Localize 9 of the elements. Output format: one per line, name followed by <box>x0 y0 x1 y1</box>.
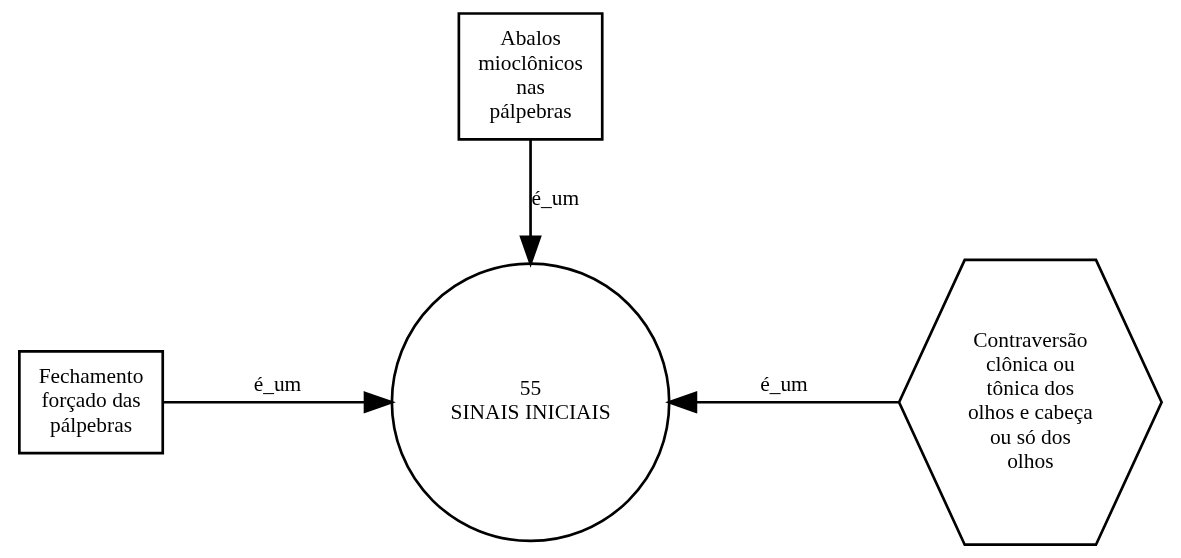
node-box: Fechamento forçado das pálpebras <box>18 350 165 455</box>
edge-label: é_um <box>531 185 580 210</box>
arrow <box>519 139 542 268</box>
edge-label: é_um <box>253 372 302 397</box>
edge-label: é_um <box>760 372 808 397</box>
node-circle: 55 SINAIS INICIAIS <box>390 262 671 543</box>
arrow <box>163 391 396 414</box>
node-box: Abalos mioclônicos nas pálpebras <box>457 12 604 141</box>
arrow <box>665 391 899 414</box>
